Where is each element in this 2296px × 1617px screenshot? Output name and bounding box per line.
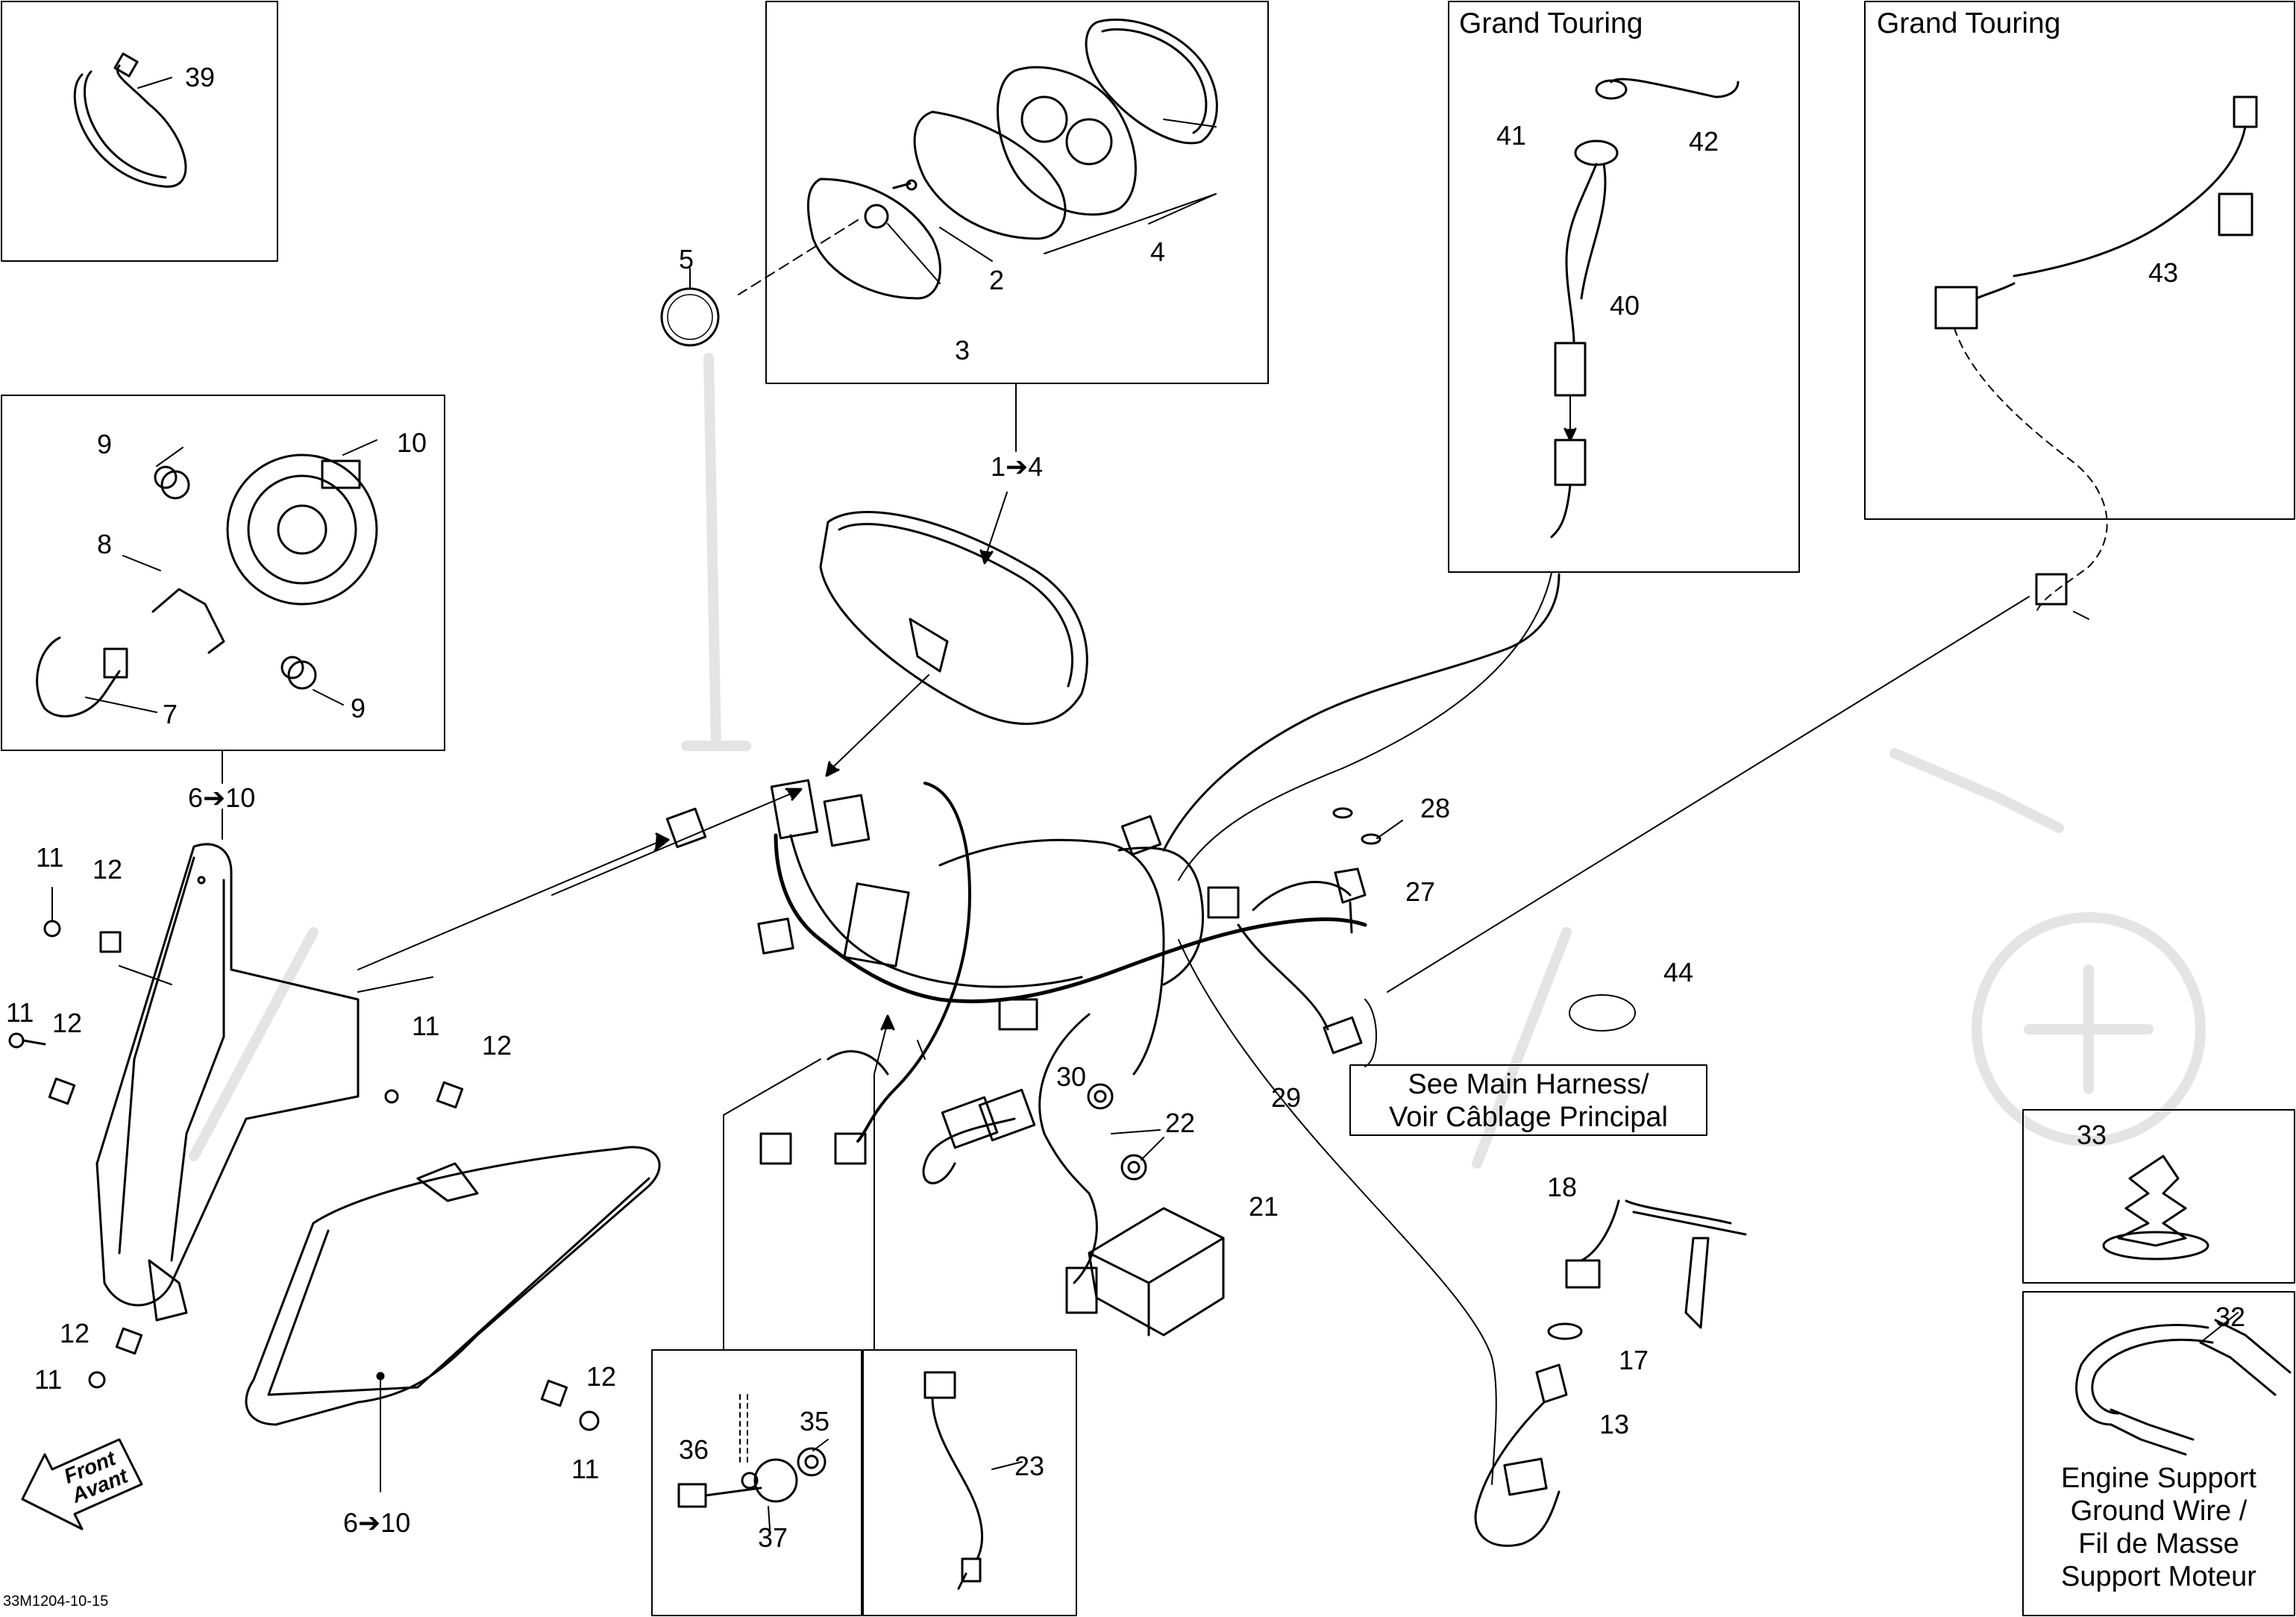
ground-wire-note: Engine Support Ground Wire / Fil de Mass…: [2026, 1462, 2292, 1593]
main-harness-note-line2: Voir Câblage Principal: [1389, 1102, 1668, 1133]
callout-32: 32: [2215, 1302, 2246, 1332]
callout-37: 37: [758, 1522, 788, 1553]
ground-wire-32: [2075, 1312, 2292, 1456]
callout-9-top: 9: [97, 429, 113, 459]
callout-3: 3: [955, 335, 970, 365]
callout-43: 43: [2148, 257, 2179, 288]
callout-6-to-10-bottom: 6➔10: [343, 1507, 411, 1538]
callout-13: 13: [1599, 1409, 1630, 1439]
headlight-parts: [36, 439, 378, 718]
callout-12-b: 12: [52, 1008, 83, 1038]
ground-wire-box: [2022, 1291, 2295, 1616]
callout-12-a: 12: [92, 854, 123, 885]
callout-5: 5: [679, 244, 694, 274]
push-clip-box: [2022, 1109, 2295, 1284]
grand-touring-b-wire: [1387, 95, 2258, 993]
gauge-assembled: [819, 511, 1088, 777]
sensor-27: [1332, 807, 1636, 1032]
sensor-box: [862, 1349, 1077, 1616]
main-harness: [665, 573, 1561, 1485]
watermark: [189, 353, 2206, 1169]
headlight-left: [95, 843, 433, 1322]
gauge-exploded: [738, 18, 1218, 300]
callout-33: 33: [2077, 1120, 2107, 1150]
callout-11-c: 11: [412, 1011, 440, 1041]
main-harness-note: See Main Harness/ Voir Câblage Principal: [1356, 1068, 1701, 1134]
callout-42: 42: [1689, 126, 1719, 157]
callout-17: 17: [1619, 1345, 1649, 1375]
callout-39: 39: [185, 62, 216, 92]
ground-wire-line4: Support Moteur: [2061, 1561, 2256, 1592]
callout-12-d: 12: [60, 1318, 90, 1348]
fasteners: [8, 887, 600, 1431]
decal-5: [660, 268, 720, 347]
callout-29: 29: [1271, 1082, 1302, 1113]
callout-36: 36: [679, 1434, 709, 1465]
callout-11-b: 11: [6, 997, 34, 1028]
push-clip-33: [2102, 1155, 2209, 1260]
ground-wire-line2: Ground Wire /: [2070, 1495, 2248, 1527]
module-21: [1065, 1083, 1225, 1337]
callout-8: 8: [97, 529, 113, 559]
callout-21: 21: [1249, 1191, 1279, 1222]
main-harness-note-line1: See Main Harness/: [1408, 1069, 1649, 1100]
callout-4: 4: [1150, 236, 1166, 267]
grand-touring-box-a: [1448, 1, 1800, 573]
callout-11-e: 11: [571, 1454, 600, 1484]
callout-44: 44: [1663, 957, 1694, 988]
fastener-box: [651, 1349, 862, 1616]
main-harness-note-box: [1349, 1064, 1707, 1136]
callout-10: 10: [397, 427, 427, 458]
diagram-code: 33M1204-10-15: [3, 1593, 109, 1610]
callout-23: 23: [1014, 1451, 1045, 1481]
callout-11-d: 11: [34, 1364, 63, 1395]
callout-11-a: 11: [36, 842, 64, 873]
front-arrow-shape: [21, 1438, 143, 1530]
ground-wire-line1: Engine Support: [2061, 1463, 2256, 1494]
headlight-right: [245, 788, 803, 1492]
sensor-23: [923, 1371, 1023, 1590]
grand-touring-title-b: Grand Touring: [1877, 7, 2061, 40]
fastener-set: [677, 1394, 829, 1530]
headlight-parts-box: [1, 395, 445, 751]
tether-13: [1474, 1199, 1747, 1548]
strap-39: [73, 52, 187, 188]
callout-35: 35: [800, 1406, 830, 1437]
callout-27: 27: [1405, 876, 1436, 907]
ground-wire-line3: Fil de Masse: [2078, 1528, 2239, 1560]
callout-18: 18: [1547, 1172, 1578, 1202]
callout-12-e: 12: [586, 1361, 617, 1392]
callout-12-c: 12: [482, 1030, 512, 1061]
callout-9-bottom: 9: [351, 693, 366, 723]
callout-7: 7: [163, 699, 178, 729]
callout-2: 2: [989, 265, 1005, 295]
grand-touring-box-b: [1864, 1, 2295, 520]
grand-touring-title-a: Grand Touring: [1459, 7, 1643, 40]
gauge-box: [765, 1, 1269, 384]
callout-1-to-4: 1➔4: [991, 451, 1044, 482]
strap-box: [1, 1, 278, 262]
callout-41: 41: [1496, 120, 1527, 151]
callout-6-to-10-top: 6➔10: [188, 782, 256, 813]
callout-40: 40: [1610, 290, 1640, 321]
callout-22: 22: [1165, 1108, 1196, 1138]
grand-touring-a-wire: [1178, 78, 1740, 881]
callout-30: 30: [1056, 1061, 1087, 1092]
callout-28: 28: [1420, 793, 1451, 823]
